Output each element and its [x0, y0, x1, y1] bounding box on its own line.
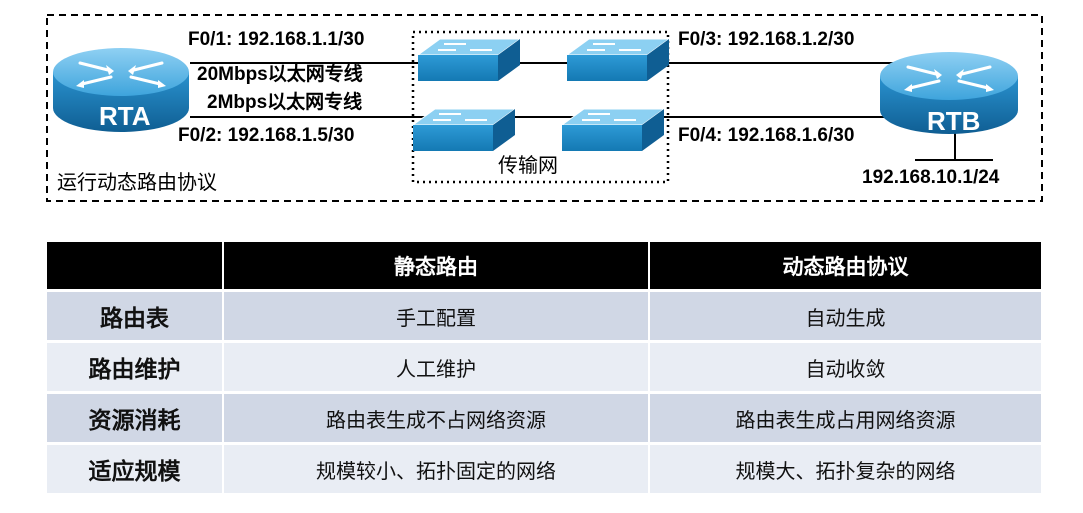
router-arrows-icon	[904, 65, 994, 92]
switch-top-right	[565, 38, 671, 81]
table-row: 适应规模 规模较小、拓扑固定的网络 规模大、拓扑复杂的网络	[47, 442, 1041, 493]
header-static-routing: 静态路由	[224, 242, 650, 289]
table-row: 资源消耗 路由表生成不占网络资源 路由表生成占用网络资源	[47, 391, 1041, 442]
table-row: 路由表 手工配置 自动生成	[47, 289, 1041, 340]
switch-bottom-left	[411, 108, 517, 151]
static-cell: 手工配置	[224, 289, 650, 340]
table-header-row: 静态路由 动态路由协议	[47, 242, 1041, 289]
dynamic-routing-boundary	[46, 14, 1043, 202]
row-header-cell: 路由维护	[47, 340, 224, 391]
row-header-cell: 资源消耗	[47, 391, 224, 442]
dynamic-cell: 自动生成	[650, 289, 1041, 340]
network-topology-diagram: RTA RTB F0/1: 192.168	[46, 14, 1043, 202]
rta-label: RTA	[99, 101, 151, 131]
f0-4-interface-label: F0/4: 192.168.1.6/30	[678, 125, 854, 146]
router-rta: RTA	[53, 48, 189, 132]
rtb-label: RTB	[927, 106, 980, 136]
static-cell: 人工维护	[224, 340, 650, 391]
switch-top-left	[416, 38, 522, 81]
link-2mbps-label: 2Mbps以太网专线	[207, 90, 362, 113]
router-rtb: RTB	[880, 52, 1018, 136]
dynamic-cell: 自动收敛	[650, 340, 1041, 391]
header-blank	[47, 242, 224, 289]
transport-network-label: 传输网	[498, 153, 558, 177]
routing-comparison-table: 静态路由 动态路由协议 路由表 手工配置 自动生成 路由维护 人工维护 自动收敛…	[47, 242, 1041, 493]
dynamic-cell: 规模大、拓扑复杂的网络	[650, 442, 1041, 493]
transport-network-boundary	[411, 30, 670, 184]
row-header-cell: 适应规模	[47, 442, 224, 493]
router-arrows-icon	[76, 61, 166, 88]
link-20mbps-label: 20Mbps以太网专线	[197, 62, 363, 85]
f0-3-interface-label: F0/3: 192.168.1.2/30	[678, 29, 854, 50]
dynamic-cell: 路由表生成占用网络资源	[650, 391, 1041, 442]
static-cell: 路由表生成不占网络资源	[224, 391, 650, 442]
static-cell: 规模较小、拓扑固定的网络	[224, 442, 650, 493]
f0-1-interface-label: F0/1: 192.168.1.1/30	[188, 29, 364, 50]
table-row: 路由维护 人工维护 自动收敛	[47, 340, 1041, 391]
switch-bottom-right	[560, 108, 666, 151]
lan-address-label: 192.168.10.1/24	[862, 167, 1000, 188]
row-header-cell: 路由表	[47, 289, 224, 340]
dynamic-routing-label: 运行动态路由协议	[57, 170, 217, 194]
f0-2-interface-label: F0/2: 192.168.1.5/30	[178, 125, 354, 146]
header-dynamic-routing: 动态路由协议	[650, 242, 1041, 289]
